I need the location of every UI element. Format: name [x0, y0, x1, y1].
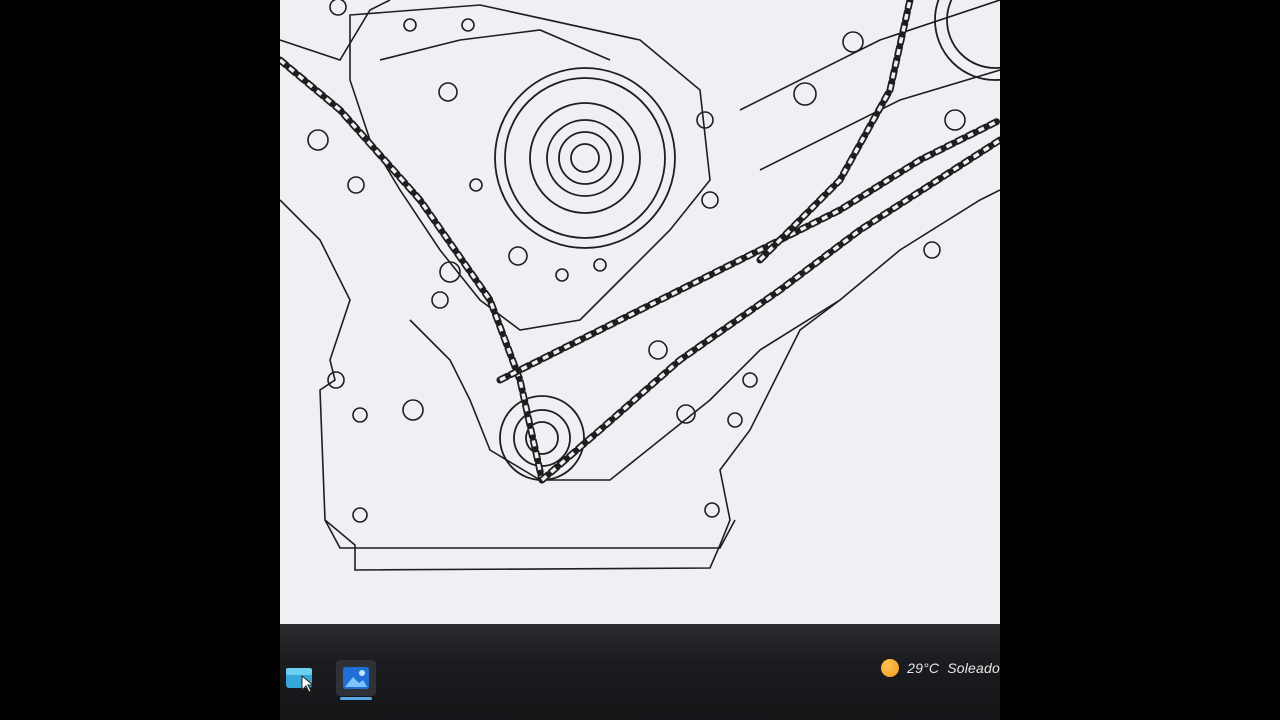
sun-icon: [881, 659, 900, 677]
taskbar: 29°C Soleado: [280, 624, 1000, 720]
right-rib-2: [759, 69, 1000, 171]
bolt-holes: [307, 0, 966, 523]
timing-chain-right: [496, 116, 1000, 484]
oil-pan-lip: [324, 519, 736, 549]
engine-timing-chain-diagram: [280, 0, 1000, 628]
active-app-indicator: [340, 697, 372, 700]
weather-widget[interactable]: 29°C Soleado: [881, 656, 1000, 680]
timing-chain-upper-right: [756, 0, 914, 264]
taskbar-app-file-explorer[interactable]: [280, 660, 320, 696]
photos-app-icon: [343, 667, 369, 689]
weather-temperature: 29°C: [907, 660, 940, 676]
cam-gear: [934, 0, 1000, 81]
right-rib: [739, 0, 1000, 111]
water-pump-pulley: [494, 67, 676, 249]
timing-chain-left-outline: [280, 58, 544, 481]
taskbar-app-photos[interactable]: [336, 660, 376, 700]
monitor-screen: 29°C Soleado: [280, 0, 1000, 720]
file-explorer-icon: [286, 668, 315, 693]
lower-case-outline: [409, 299, 841, 481]
cover-flange: [379, 29, 611, 61]
weather-condition: Soleado: [947, 660, 1000, 676]
